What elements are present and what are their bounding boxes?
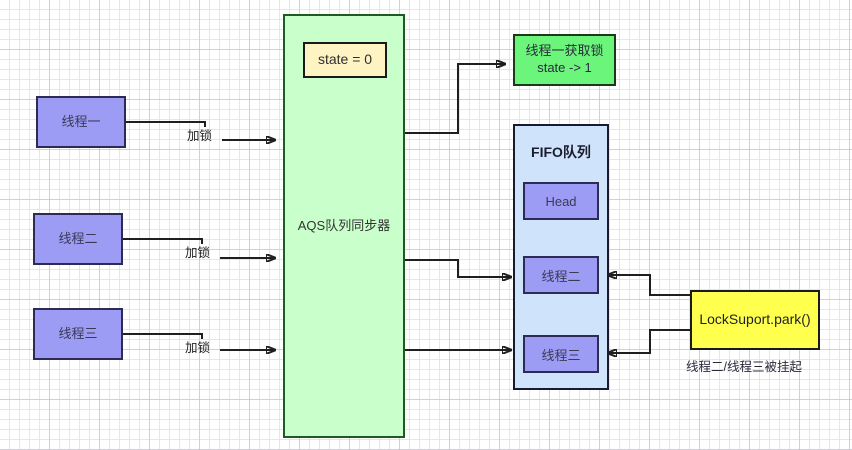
queue-item-head-label: Head xyxy=(545,193,577,209)
wire-park-to-thread3 xyxy=(608,329,690,353)
wire-thread2-stub xyxy=(122,238,203,244)
edge-label-lock-one: 加锁 xyxy=(187,129,213,143)
aqs-label: AQS队列同步器 xyxy=(297,217,391,233)
acquire-lock-box[interactable]: 线程一获取锁 state -> 1 xyxy=(513,34,616,86)
wire-aqs-to-fifo-thread2 xyxy=(405,259,511,277)
queue-item-thread-two-label: 线程二 xyxy=(541,268,581,284)
aqs-synchronizer-box[interactable]: AQS队列同步器 xyxy=(283,14,405,438)
thread-three-label: 线程三 xyxy=(58,325,98,341)
fifo-queue-title: FIFO队列 xyxy=(531,144,591,160)
thread-box-two[interactable]: 线程二 xyxy=(33,213,123,265)
thread-box-one[interactable]: 线程一 xyxy=(36,96,126,148)
queue-item-thread-three-label: 线程三 xyxy=(541,347,581,363)
queue-item-head[interactable]: Head xyxy=(523,182,599,220)
thread-box-three[interactable]: 线程三 xyxy=(33,308,123,360)
wire-park-to-thread2 xyxy=(608,275,690,296)
park-caption: 线程二/线程三被挂起 xyxy=(686,360,802,374)
thread-one-label: 线程一 xyxy=(61,113,101,129)
wire-thread1-stub xyxy=(125,121,206,127)
state-box[interactable]: state = 0 xyxy=(303,42,387,78)
acquire-line-two: state -> 1 xyxy=(537,60,592,75)
lock-support-park-label: LockSuport.park() xyxy=(699,311,811,328)
queue-item-thread-two[interactable]: 线程二 xyxy=(523,256,599,294)
acquire-line-one: 线程一获取锁 xyxy=(525,43,604,59)
edge-label-lock-two: 加锁 xyxy=(185,246,211,260)
queue-item-thread-three[interactable]: 线程三 xyxy=(523,335,599,373)
edge-label-lock-three: 加锁 xyxy=(185,341,211,355)
wire-thread3-stub xyxy=(122,333,203,339)
state-label: state = 0 xyxy=(317,51,373,68)
thread-two-label: 线程二 xyxy=(58,230,98,246)
lock-support-park-box[interactable]: LockSuport.park() xyxy=(690,290,820,350)
wire-aqs-to-acquire xyxy=(405,64,505,134)
